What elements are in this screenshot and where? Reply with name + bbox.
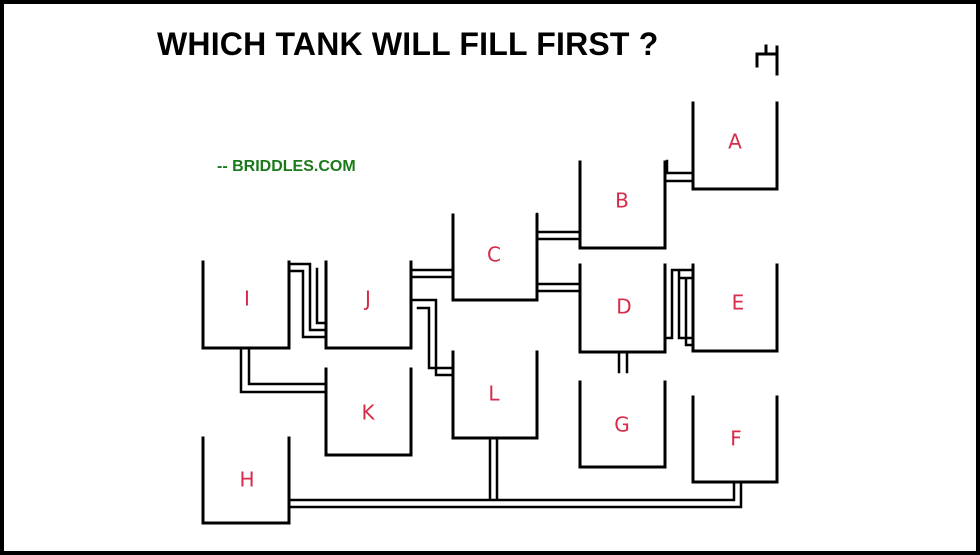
pipe-c-l <box>409 298 455 377</box>
tank-label-k: K <box>361 401 375 425</box>
tank-label-d: D <box>616 295 631 319</box>
credit-text: -- BRIDDLES.COM <box>217 158 356 175</box>
tank-g-outline <box>578 380 667 469</box>
pipe-b-c <box>535 212 582 241</box>
tank-l-outline <box>451 350 539 440</box>
tank-c-outline <box>451 213 539 302</box>
tank-label-a: A <box>728 130 742 154</box>
pipe-d-g <box>617 350 629 374</box>
tank-label-j: J <box>363 287 371 311</box>
pipe-i-k <box>239 346 328 394</box>
pipes <box>239 159 743 509</box>
tank-label-l: L <box>488 382 500 406</box>
tank-label-e: E <box>732 291 745 315</box>
faucet-icon <box>755 44 779 76</box>
pipe-j-i <box>287 262 328 339</box>
tank-label-i: I <box>244 287 250 311</box>
tank-a-outline <box>691 101 779 191</box>
pipe-h-l-f <box>287 436 743 509</box>
pipe-b-d <box>535 263 582 293</box>
tank-label-c: C <box>487 243 501 267</box>
pipe-c-j <box>409 260 455 279</box>
tank-e-outline <box>691 263 779 353</box>
tank-i-outline <box>201 260 291 350</box>
pipe-d-e <box>663 265 695 347</box>
tank-label-h: H <box>239 468 254 492</box>
tank-label-g: G <box>614 413 630 437</box>
tank-label-f: F <box>730 427 742 451</box>
tank-h-outline <box>201 436 291 525</box>
tank-k-outline <box>324 367 413 457</box>
tank-b-outline <box>578 160 667 250</box>
tank-label-b: B <box>615 189 629 213</box>
puzzle-title: WHICH TANK WILL FILL FIRST ? <box>157 26 659 62</box>
pipe-a-b <box>665 159 695 183</box>
